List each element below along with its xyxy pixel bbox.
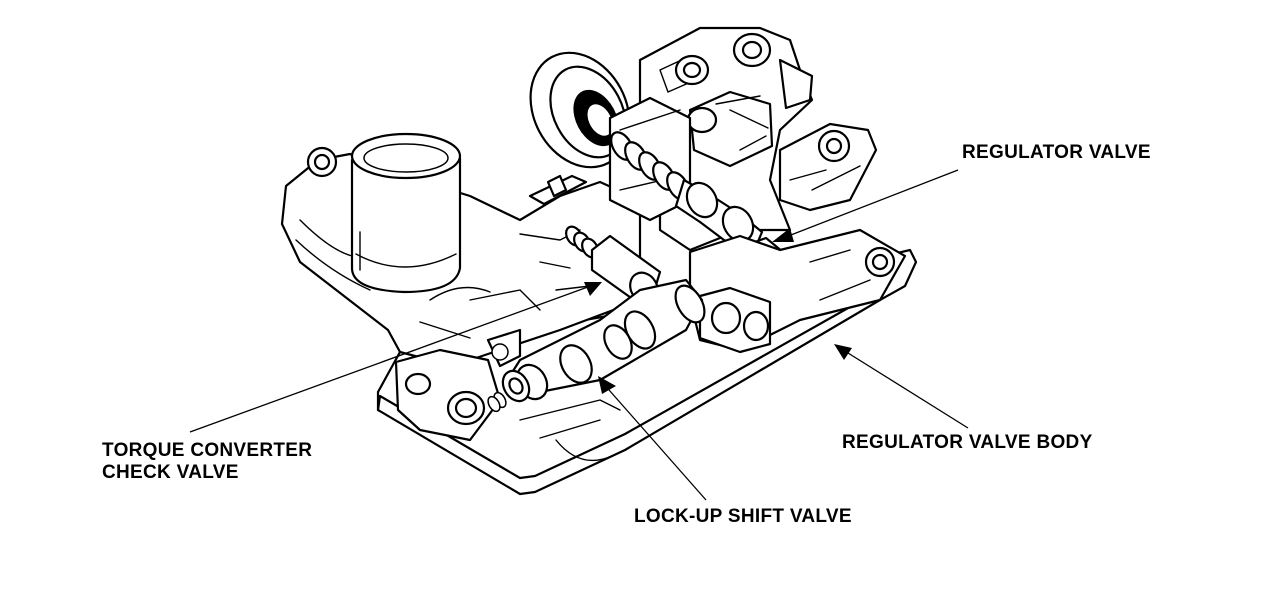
label-torque-converter-line1: TORQUE CONVERTER <box>102 440 313 461</box>
end-cap-disk <box>511 35 649 184</box>
label-torque-converter-check-valve: TORQUE CONVERTER CHECK VALVE <box>102 440 312 484</box>
upper-right-casting <box>640 28 876 250</box>
lockup-shift-valve <box>486 280 711 413</box>
label-regulator-valve-body: REGULATOR VALVE BODY <box>842 432 1093 453</box>
label-lockup-shift-valve: LOCK-UP SHIFT VALVE <box>634 506 852 527</box>
leader-torque-converter <box>190 284 596 432</box>
label-torque-converter-line2: CHECK VALVE <box>102 462 239 483</box>
right-lower-body <box>690 230 905 352</box>
arrowhead-lockup-shift-valve <box>598 376 616 394</box>
leader-lines <box>190 170 968 500</box>
leader-regulator-valve-body <box>840 348 968 428</box>
arrowhead-regulator-valve <box>772 228 794 242</box>
arrowhead-torque-converter <box>584 282 602 296</box>
arrowhead-regulator-valve-body <box>834 344 852 360</box>
leader-lockup-shift-valve <box>602 382 706 500</box>
label-regulator-valve: REGULATOR VALVE <box>962 142 1151 163</box>
leader-regulator-valve <box>778 170 958 240</box>
